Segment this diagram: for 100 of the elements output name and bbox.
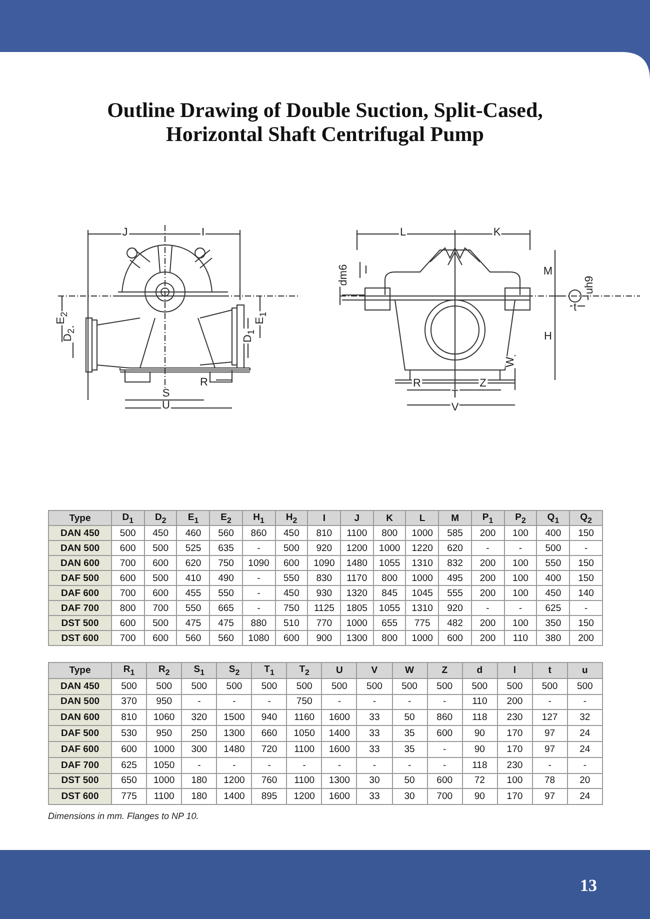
column-header: W	[392, 662, 428, 678]
row-header: DST 500	[48, 616, 112, 630]
table-cell: 500	[182, 678, 217, 694]
table-cell: 495	[438, 570, 472, 586]
table-cell: 550	[275, 570, 308, 586]
table-cell: 950	[146, 726, 182, 742]
table-cell: 700	[112, 556, 144, 570]
row-header: DST 500	[48, 773, 112, 789]
dimension-label: M	[542, 266, 554, 278]
column-header: V	[356, 662, 392, 678]
dimension-label: R	[199, 378, 209, 388]
table-cell: 33	[356, 788, 392, 805]
column-header: Q$_{2}$	[570, 510, 602, 526]
table-cell: 920	[308, 540, 341, 556]
table-cell: 1160	[286, 710, 322, 726]
table-cell: 1300	[216, 726, 252, 742]
table-cell: 200	[471, 570, 504, 586]
table-cell: 832	[438, 556, 472, 570]
table-cell: 500	[322, 678, 357, 694]
row-header: DAN 500	[48, 540, 112, 556]
table-cell: 97	[532, 788, 568, 805]
row-header: DAN 600	[48, 710, 112, 726]
table-cell: 500	[144, 540, 177, 556]
table-cell: -	[252, 694, 287, 710]
table-cell: 1480	[340, 556, 374, 570]
row-header: DAF 600	[48, 586, 112, 600]
table-cell: 655	[373, 616, 406, 630]
dimension-label: Z	[478, 378, 488, 390]
table-cell: 490	[210, 570, 242, 586]
dimension-label: V	[450, 402, 460, 414]
row-header: DST 600	[48, 788, 112, 805]
table-cell: 1100	[286, 741, 322, 758]
table-cell: 100	[504, 570, 537, 586]
table-cell: 800	[373, 630, 406, 646]
table-cell: 410	[176, 570, 210, 586]
table-cell: 100	[504, 526, 537, 540]
table-cell: 600	[112, 540, 144, 556]
table-cell: 500	[252, 678, 287, 694]
column-header: u	[567, 662, 602, 678]
dimension-label: l	[364, 266, 368, 276]
column-header: J	[340, 510, 374, 526]
table-cell: 500	[112, 678, 147, 694]
table-cell: 90	[462, 726, 498, 742]
table-cell: 750	[210, 556, 242, 570]
column-header: t	[532, 662, 568, 678]
table-cell: 750	[275, 600, 308, 616]
table-cell: 625	[536, 600, 570, 616]
column-header: H$_{1}$	[242, 510, 276, 526]
table-cell: 127	[532, 710, 568, 726]
table-cell: 200	[570, 630, 602, 646]
table-cell: 560	[210, 526, 242, 540]
row-header: DAN 600	[48, 556, 112, 570]
table-cell: 1050	[146, 757, 182, 774]
table-cell: 170	[497, 726, 532, 742]
table-cell: 20	[567, 773, 602, 789]
table-cell: 550	[176, 600, 210, 616]
column-header: Q$_{1}$	[536, 510, 570, 526]
dimension-label: H	[543, 332, 553, 342]
table-cell: 33	[356, 726, 392, 742]
table-cell: 1600	[322, 741, 357, 758]
table-cell: 1060	[146, 710, 182, 726]
column-header: d	[462, 662, 498, 678]
table-cell: 700	[427, 788, 462, 805]
table-cell: 810	[308, 526, 341, 540]
table-cell: 1125	[308, 600, 341, 616]
dimension-label: uh9	[584, 274, 596, 296]
table-cell: 1320	[340, 586, 374, 600]
table-cell: 118	[462, 710, 498, 726]
table-cell: 750	[286, 694, 322, 710]
dimension-label: J	[121, 228, 129, 238]
column-header: U	[322, 662, 357, 678]
table-cell: 600	[275, 630, 308, 646]
table-cell: 550	[210, 586, 242, 600]
table-cell: 500	[286, 678, 322, 694]
table-cell: 100	[504, 616, 537, 630]
row-header: DAF 500	[48, 570, 112, 586]
table-cell: 500	[462, 678, 498, 694]
column-header: P$_{1}$	[471, 510, 504, 526]
table-cell: 1500	[216, 710, 252, 726]
table-cell: 450	[144, 526, 177, 540]
table-cell: 230	[497, 757, 532, 774]
table-cell: 33	[356, 710, 392, 726]
table-cell: 24	[567, 788, 602, 805]
table-cell: 1310	[406, 600, 439, 616]
table-cell: 450	[275, 586, 308, 600]
table-cell: 33	[356, 741, 392, 758]
table-cell: 200	[471, 616, 504, 630]
table-cell: -	[570, 600, 602, 616]
table-cell: 400	[536, 526, 570, 540]
table-cell: 100	[504, 556, 537, 570]
table-cell: 1045	[406, 586, 439, 600]
table-cell: 150	[570, 616, 602, 630]
table-cell: 1000	[406, 526, 439, 540]
table-cell: 620	[176, 556, 210, 570]
table-cell: 24	[567, 726, 602, 742]
table-cell: 930	[308, 586, 341, 600]
table-cell: 700	[112, 630, 144, 646]
table-cell: 180	[182, 773, 217, 789]
table-cell: 1400	[216, 788, 252, 805]
table-cell: 1100	[340, 526, 374, 540]
